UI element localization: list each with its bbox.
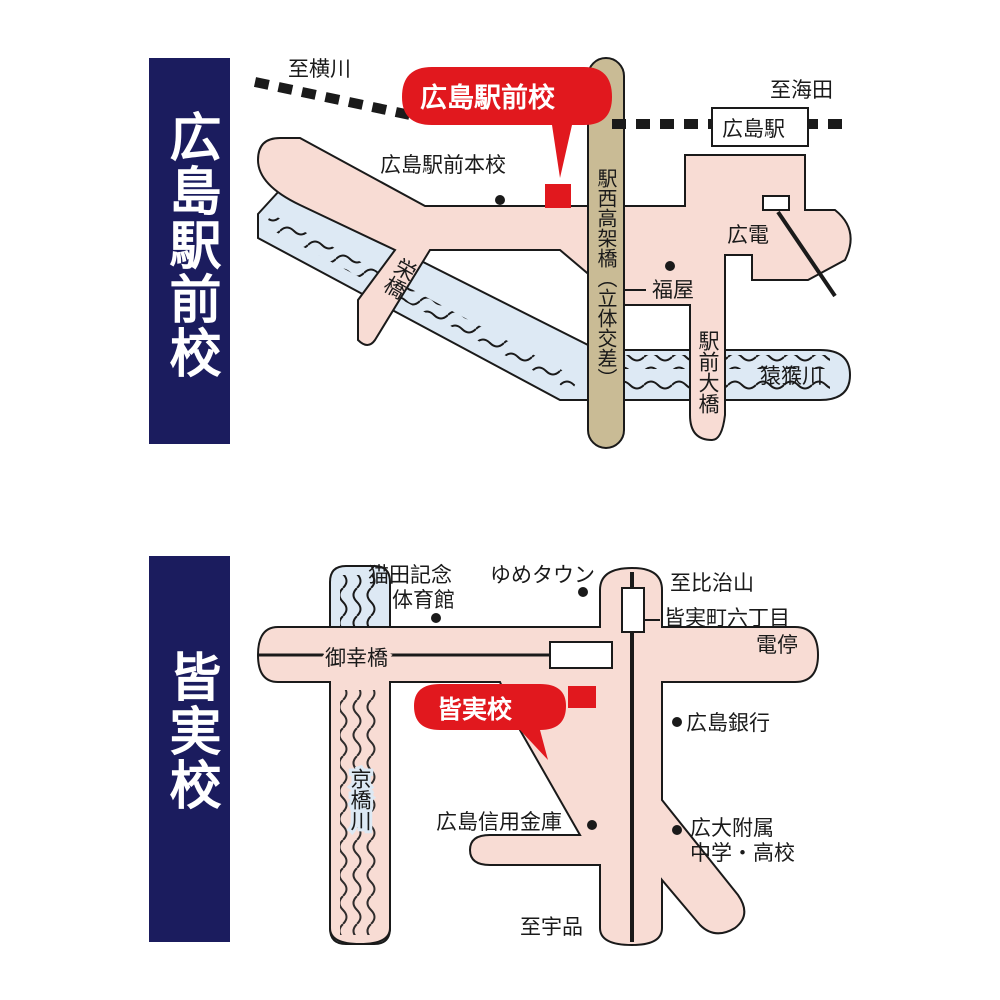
river-overlay-minami	[340, 690, 380, 935]
callout-label-minami: 皆実校	[437, 695, 513, 724]
label-fuzoku2: 中学・高校	[690, 841, 795, 865]
tram-stop-ekimae	[762, 195, 790, 211]
school-marker-minami	[568, 686, 596, 708]
tram-stop-minami	[549, 641, 613, 669]
dot-fukuya	[665, 261, 675, 271]
roads-minami	[256, 566, 820, 947]
label-miyuki-bridge: 御幸橋	[325, 646, 388, 670]
label-enko-river: 猿猴川	[760, 364, 823, 388]
label-nekota2: 体育館	[392, 588, 455, 612]
map-ekimae: 広島駅前校 駅西高架橋（立体交差） 広島駅 広電 至横川 至海田 広島	[149, 57, 852, 449]
station-box	[711, 107, 809, 147]
viaduct	[587, 57, 625, 449]
dot-fuzoku	[672, 825, 682, 835]
school-marker-ekimae	[545, 184, 571, 208]
map-minami: 皆実校 猫田記念 体育館 ゆめタウン 至比治山 皆実町六丁目 電停 御幸橋 広島…	[149, 556, 820, 947]
label-to-kaita: 至海田	[770, 78, 833, 102]
label-hiroshima-bank: 広島銀行	[686, 711, 770, 735]
tram-line-ekimae	[776, 210, 837, 298]
label-stop1: 皆実町六丁目	[664, 606, 790, 630]
side-title-bar-minami	[149, 556, 230, 942]
label-viaduct: 駅西高架橋（立体交差）	[594, 168, 618, 388]
label-nekota: 猫田記念	[368, 563, 452, 587]
label-kyobashi-river: 京橋川	[348, 768, 372, 831]
dot-youme	[578, 587, 588, 597]
dot-shinkin	[587, 820, 597, 830]
label-stop2: 電停	[756, 633, 798, 657]
dot-honko	[495, 195, 505, 205]
tram-stop-minami-2	[621, 587, 645, 633]
label-fukuya: 福屋	[652, 278, 694, 302]
label-ekimae-bridge: 駅前大橋	[696, 330, 720, 414]
label-youme: ゆめタウン	[490, 563, 595, 587]
callout-minami	[414, 684, 566, 760]
side-title-ekimae: 広島駅前校	[160, 110, 221, 380]
label-to-yokogawa: 至横川	[288, 57, 351, 81]
label-to-ujina: 至宇品	[520, 915, 583, 939]
label-shinkin: 広島信用金庫	[436, 810, 562, 834]
roads-ekimae	[256, 137, 852, 442]
label-hiroden: 広電	[727, 223, 769, 247]
callout-label-ekimae: 広島駅前校	[420, 82, 555, 114]
label-station: 広島駅	[722, 117, 785, 141]
label-fuzoku1: 広大附属	[690, 816, 774, 840]
callout-ekimae	[402, 67, 612, 178]
dot-nekota	[431, 613, 441, 623]
label-to-hijiyama: 至比治山	[670, 571, 754, 595]
side-title-bar-ekimae	[149, 58, 230, 444]
label-honko: 広島駅前本校	[380, 153, 506, 177]
side-title-minami: 皆実校	[160, 650, 221, 812]
dot-hiroshima-bank	[672, 717, 682, 727]
